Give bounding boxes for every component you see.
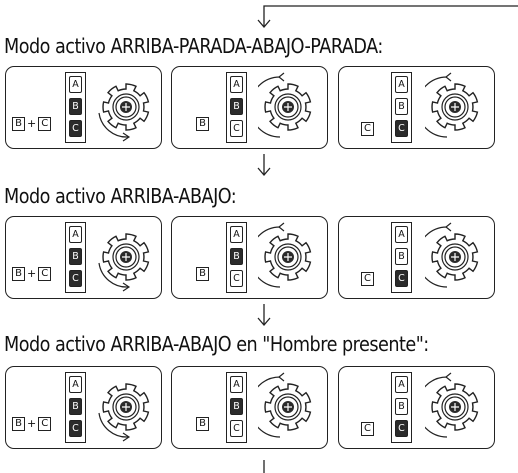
rotation-arrow-icon (98, 412, 129, 438)
down-arrow-icon (257, 19, 271, 28)
knob-wrapper (416, 71, 487, 147)
key-press-combination: C (361, 122, 374, 136)
remote-key-b[interactable]: B (230, 248, 243, 265)
key-press-combination: B (196, 117, 209, 131)
knob-wrapper (249, 71, 320, 147)
plus-sign: + (27, 117, 37, 130)
remote-key-a[interactable]: A (230, 226, 243, 243)
remote-key-c[interactable]: C (230, 420, 243, 437)
loop-line-top (263, 5, 518, 26)
knob-wrapper (416, 371, 487, 447)
rotary-knob-icon (98, 83, 150, 142)
key-label: B (196, 267, 209, 281)
knob-wrapper (96, 221, 158, 297)
remote-key-b[interactable]: B (395, 248, 408, 265)
knob-wrapper (96, 371, 158, 447)
remote-key-c[interactable]: C (395, 120, 408, 137)
rotation-arrow-icon (98, 262, 129, 288)
key-press-combination: B (196, 417, 209, 431)
key-label: B (12, 267, 25, 281)
plus-sign: + (27, 267, 37, 280)
remote-key-c[interactable]: C (230, 120, 243, 137)
knob-wrapper (416, 221, 487, 297)
remote-key-c[interactable]: C (395, 420, 408, 437)
remote-key-c[interactable]: C (230, 270, 243, 287)
remote-key-c[interactable]: C (69, 270, 82, 287)
key-press-combination: B+C (12, 117, 52, 131)
section-title: Modo activo ARRIBA-ABAJO en "Hombre pres… (4, 332, 429, 356)
remote-key-a[interactable]: A (395, 76, 408, 93)
key-press-combination: B+C (12, 267, 52, 281)
remote-key-b[interactable]: B (69, 98, 82, 115)
rotary-knob-icon (249, 222, 312, 288)
key-label: C (361, 422, 374, 436)
rotation-arrow-icon (98, 112, 129, 138)
key-label: B (196, 417, 209, 431)
key-label: C (361, 122, 374, 136)
section-title: Modo activo ARRIBA-PARADA-ABAJO-PARADA: (4, 34, 383, 58)
knob-wrapper (249, 221, 320, 297)
knob-wrapper (249, 371, 320, 447)
key-label: C (38, 267, 52, 281)
remote-key-a[interactable]: A (69, 376, 82, 393)
remote-key-a[interactable]: A (230, 76, 243, 93)
remote-key-a[interactable]: A (395, 226, 408, 243)
knob-wrapper (96, 71, 158, 147)
remote-key-c[interactable]: C (395, 270, 408, 287)
rotary-knob-icon (416, 72, 479, 138)
remote-key-b[interactable]: B (395, 98, 408, 115)
remote-key-a[interactable]: A (69, 76, 82, 93)
remote-key-b[interactable]: B (69, 248, 82, 265)
rotary-knob-icon (249, 72, 312, 138)
remote-key-a[interactable]: A (395, 376, 408, 393)
key-label: C (38, 417, 52, 431)
rotary-knob-icon (98, 383, 150, 442)
rotary-knob-icon (416, 222, 479, 288)
key-press-combination: C (361, 272, 374, 286)
section-title: Modo activo ARRIBA-ABAJO: (4, 184, 237, 208)
key-label: B (12, 417, 25, 431)
key-press-combination: B (196, 267, 209, 281)
rotary-knob-icon (416, 372, 479, 438)
key-label: C (38, 117, 52, 131)
key-press-combination: C (361, 422, 374, 436)
remote-key-b[interactable]: B (69, 398, 82, 415)
remote-key-b[interactable]: B (395, 398, 408, 415)
remote-key-c[interactable]: C (69, 420, 82, 437)
key-label: B (12, 117, 25, 131)
key-press-combination: B+C (12, 417, 52, 431)
remote-key-a[interactable]: A (69, 226, 82, 243)
plus-sign: + (27, 417, 37, 430)
key-label: B (196, 117, 209, 131)
key-label: C (361, 272, 374, 286)
remote-key-c[interactable]: C (69, 120, 82, 137)
remote-key-a[interactable]: A (230, 376, 243, 393)
remote-key-b[interactable]: B (230, 98, 243, 115)
rotary-knob-icon (249, 372, 312, 438)
rotary-knob-icon (98, 233, 150, 292)
remote-key-b[interactable]: B (230, 398, 243, 415)
